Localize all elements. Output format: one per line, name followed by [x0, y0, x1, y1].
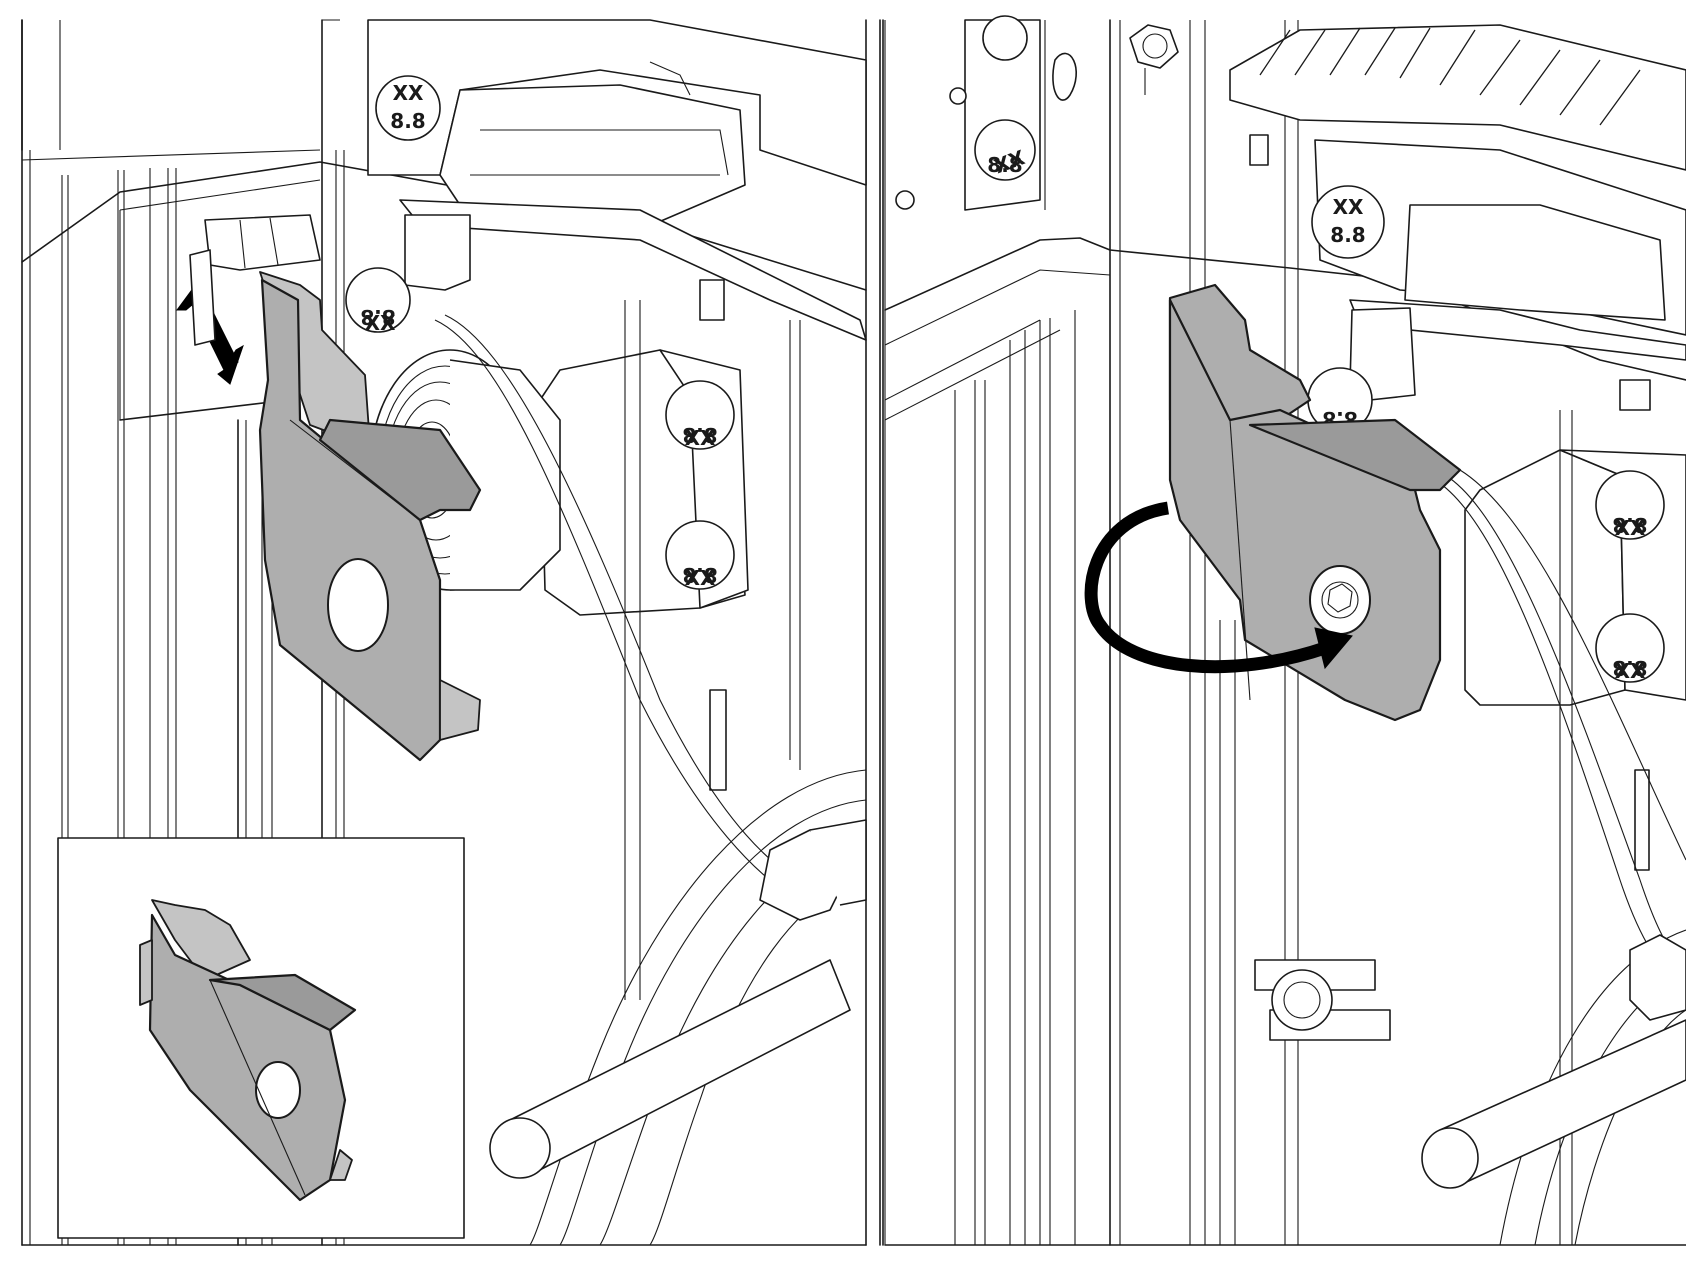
- bolt-mark-label: XX: [1615, 516, 1646, 540]
- bolt-grade-label: 8.8: [1330, 223, 1365, 247]
- bolt-strip-right: XX 8.8: [895, 15, 1078, 211]
- bolt-grade-label: 8.8: [1612, 656, 1647, 680]
- mounting-plate-right: 8.8 XX 8.8 XX: [1254, 410, 1686, 1245]
- bolt-mark-label: XX: [1615, 659, 1646, 683]
- bolt-grade-label: 8.8: [1612, 513, 1647, 537]
- bolt-grade-label: 8.8: [682, 423, 717, 447]
- bracket-part-right: [1168, 283, 1462, 722]
- right-step-panel: XX 8.8: [884, 15, 1686, 1246]
- bracket-detail-inset: [57, 837, 465, 1239]
- top-clip-left: [189, 214, 321, 346]
- left-step-panel: XX 8.8 8.8 XX 8.8 XX 8.8 XX: [21, 19, 881, 1246]
- ribbed-housing-right: XX 8.8: [1229, 24, 1686, 411]
- bolt-grade-label: 8.8: [682, 563, 717, 587]
- side-bolt-right: 8.8: [1307, 367, 1373, 433]
- bolt-mark-label: XX: [685, 426, 716, 450]
- bolt-mark-label: XX: [685, 566, 716, 590]
- bolt-grade-label: 8.8: [987, 153, 1022, 177]
- bolt-mark-label: XX: [393, 81, 424, 105]
- lower-washer-right: [1271, 969, 1333, 1031]
- bolt-mark-label: XX: [365, 311, 396, 335]
- cable-drum-left: [489, 769, 867, 1246]
- cable-drum-right: [1421, 929, 1686, 1246]
- hex-nut-right: [1129, 24, 1179, 95]
- side-bolt-left: 8.8 XX: [345, 267, 411, 335]
- bracket-part-left: [258, 271, 482, 762]
- mounting-plate-left: 8.8 XX 8.8 XX: [539, 279, 801, 1000]
- bolt-grade-label: 8.8: [390, 109, 425, 133]
- rotate-arrow-icon: [1084, 501, 1353, 674]
- bolt-mark-label: XX: [1333, 195, 1364, 219]
- upper-housing-left: XX 8.8: [367, 19, 867, 341]
- diagonal-beam-right: [884, 237, 1686, 421]
- bolt-grade-label: 8.8: [360, 305, 395, 329]
